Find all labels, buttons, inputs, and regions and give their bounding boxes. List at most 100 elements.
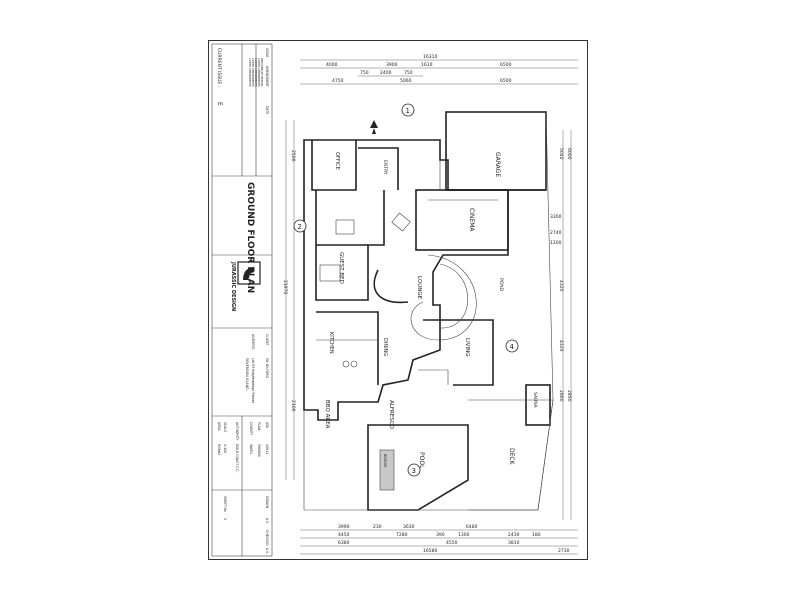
dim-right-f: 4320 bbox=[558, 280, 564, 292]
sauna-outline bbox=[525, 384, 551, 426]
amendment-4: CLIENT AMENDMENTS bbox=[251, 58, 255, 87]
dim-right-g: 4320 bbox=[558, 340, 564, 352]
amendment-5: CLIENT AMENDMENTS bbox=[248, 58, 252, 87]
dim-top-3-c: 6500 bbox=[500, 78, 512, 84]
amendment-col-issue: ISSUE bbox=[265, 48, 269, 57]
dim-top-1-d: 6500 bbox=[500, 62, 512, 68]
current-issue-value: E bbox=[216, 102, 223, 106]
dim-bottom-2-d: 1300 bbox=[458, 532, 470, 538]
floor-plan bbox=[303, 111, 554, 511]
dim-top-2-b: 2400 bbox=[380, 70, 392, 76]
dim-bottom-1-c: 3630 bbox=[403, 524, 415, 530]
job-label: JOB bbox=[265, 421, 269, 428]
plan-value: SHOWN bbox=[257, 444, 261, 457]
dimension-lines bbox=[285, 59, 578, 555]
pool-outline bbox=[367, 424, 469, 511]
cinema-outline bbox=[415, 189, 509, 251]
dim-bottom-2-a: 4450 bbox=[338, 532, 350, 538]
bridge-outline bbox=[379, 449, 395, 491]
dim-right-h: 2860 bbox=[558, 390, 564, 402]
suburb-value: SOVEREIGN ISLAND bbox=[245, 358, 249, 390]
dim-right-i: 2850 bbox=[566, 390, 572, 402]
area-value: 619m2 bbox=[217, 444, 221, 455]
room-guest-bed: GUEST BED bbox=[338, 252, 344, 284]
room-kitchen: KITCHEN bbox=[328, 332, 334, 354]
room-garage: GARAGE bbox=[494, 152, 501, 177]
room-living: LIVING bbox=[464, 338, 470, 356]
address-value: Lot 93 Knightsbridge Parade bbox=[251, 358, 255, 403]
dim-bottom-3-a: 6380 bbox=[338, 540, 350, 546]
dim-right-b: 6000 bbox=[566, 148, 572, 160]
job-value: 10611 bbox=[265, 444, 269, 454]
room-office: OFFICE bbox=[334, 152, 340, 170]
room-labels: GARAGE CINEMA OFFICE ENTRY GUEST BED LOU… bbox=[324, 152, 538, 469]
dim-bottom-2-b: 7280 bbox=[396, 532, 408, 538]
dim-bottom-3-b: 4550 bbox=[446, 540, 458, 546]
dim-bottom-3-c: 3810 bbox=[508, 540, 520, 546]
room-bridge: BRIDGE bbox=[383, 454, 387, 467]
client-label: CLIENT bbox=[265, 334, 269, 345]
dim-right-d: 2740 bbox=[550, 230, 562, 236]
dim-bottom-1-d: 6480 bbox=[466, 524, 478, 530]
room-sauna: SAUNA bbox=[532, 392, 538, 409]
section-marker-4 bbox=[505, 339, 519, 353]
authority-value: GOLD COAST C.C. bbox=[235, 444, 239, 473]
room-lounge: LOUNGE bbox=[416, 276, 422, 300]
dim-top-3-a: 4750 bbox=[332, 78, 344, 84]
section-label-4: 4 bbox=[510, 343, 515, 351]
room-pool: POOL bbox=[418, 452, 425, 469]
sheet-no-label: SHEET No bbox=[223, 496, 227, 512]
dim-bottom-overall: 16580 bbox=[423, 548, 437, 554]
client-value: Mr. GILFORD bbox=[265, 358, 269, 379]
drawn-label: DRAWN bbox=[265, 496, 269, 509]
room-pond: POND bbox=[498, 278, 504, 292]
sheet-no-value: 2 bbox=[223, 518, 227, 520]
room-deck: DECK bbox=[508, 448, 515, 466]
room-bbq-area: BBQ AREA bbox=[324, 400, 330, 429]
area-label: AREA bbox=[217, 422, 221, 431]
amendment-3: CLIENT AMENDMENTS bbox=[254, 58, 258, 87]
section-marker-3 bbox=[407, 463, 421, 477]
dim-right-e: 1200 bbox=[550, 240, 562, 246]
firm-logo: JURASSIC DESIGN bbox=[230, 261, 261, 311]
room-alfresco: ALFRESCO bbox=[388, 400, 394, 430]
dim-corner: 2730 bbox=[558, 548, 570, 554]
amendment-col-date: DATE bbox=[265, 106, 269, 114]
plan-label: PLAN bbox=[257, 422, 261, 431]
amendment-2: CLIENT AMENDMENTS bbox=[257, 58, 261, 87]
room-entry: ENTRY bbox=[382, 160, 388, 175]
firm-name: JURASSIC DESIGN bbox=[230, 261, 236, 311]
section-label-3: 3 bbox=[412, 467, 416, 475]
section-marker-2 bbox=[293, 219, 307, 233]
sheet-title: GROUND FLOOR PLAN bbox=[245, 182, 255, 293]
section-label-1: 1 bbox=[406, 107, 410, 115]
dim-left-a: 21970 bbox=[282, 280, 288, 294]
dim-bottom-1-b: 230 bbox=[373, 524, 382, 530]
dim-bottom-1-a: 3990 bbox=[338, 524, 350, 530]
dim-top-2-c: 750 bbox=[404, 70, 413, 76]
checked-label: CHECKED bbox=[265, 530, 269, 546]
dim-top-3-b: 5060 bbox=[400, 78, 412, 84]
section-marker-1 bbox=[401, 103, 415, 117]
dim-top-1-c: 1610 bbox=[421, 62, 433, 68]
dim-top-overall: 16310 bbox=[423, 54, 437, 60]
authority-label: AUTHORITY bbox=[235, 422, 239, 440]
dim-bottom-2-e: 2430 bbox=[508, 532, 520, 538]
current-issue-label: CURRENT ISSUE : bbox=[216, 48, 222, 87]
dim-bottom-2-c: 390 bbox=[436, 532, 445, 538]
dim-top-1-a: 4000 bbox=[326, 62, 338, 68]
room-cinema: CINEMA bbox=[468, 208, 475, 232]
dim-left-b: 2100 bbox=[290, 400, 296, 412]
title-block: CURRENT ISSUE : E ISSUE AMENDMENT DATE P… bbox=[211, 43, 273, 557]
scale-label: SCALE bbox=[223, 422, 227, 432]
scale-value: 1:100 bbox=[223, 444, 227, 453]
dim-right-a: 5040 bbox=[558, 148, 564, 160]
county-label: COUNTY bbox=[249, 422, 253, 435]
drawn-value: A.S. bbox=[265, 518, 269, 524]
amendment-col-amendment: AMENDMENT bbox=[265, 66, 269, 87]
section-label-2: 2 bbox=[298, 223, 302, 231]
county-value: WARD bbox=[249, 444, 253, 454]
section-markers: 1 2 3 4 bbox=[293, 103, 519, 477]
dim-bottom-2-f: 180 bbox=[532, 532, 541, 538]
north-arrow-icon bbox=[370, 120, 378, 134]
